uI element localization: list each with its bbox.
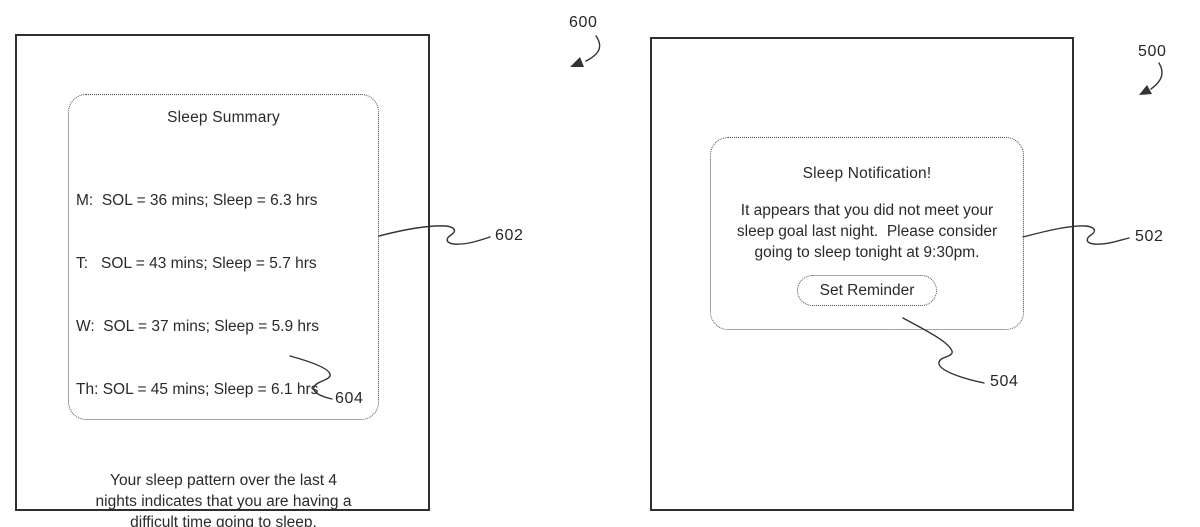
sleep-notification-title: Sleep Notification!	[802, 165, 932, 182]
sleep-data-row: W: SOL = 37 mins; Sleep = 5.9 hrs	[76, 318, 319, 335]
right-device-screen: Sleep Notification! It appears that you …	[650, 37, 1074, 511]
ref-arrowhead-600	[570, 57, 584, 67]
ref-arrow-600-curve	[585, 35, 601, 62]
sleep-data-rows: M: SOL = 36 mins; Sleep = 6.3 hrs T: SOL…	[76, 148, 378, 442]
sleep-data-row: M: SOL = 36 mins; Sleep = 6.3 hrs	[76, 192, 318, 209]
sleep-pattern-note: Your sleep pattern over the last 4 night…	[95, 472, 352, 527]
ref-numeral-502: 502	[1135, 228, 1164, 245]
ref-arrowhead-500	[1139, 85, 1152, 95]
ref-numeral-500: 500	[1138, 43, 1167, 60]
ref-numeral-504: 504	[990, 373, 1019, 390]
ref-arrow-500-curve	[1150, 62, 1163, 90]
ref-numeral-600: 600	[569, 14, 598, 31]
sleep-notification-card: Sleep Notification! It appears that you …	[710, 137, 1024, 330]
sleep-summary-card: Sleep Summary M: SOL = 36 mins; Sleep = …	[68, 94, 379, 527]
ref-numeral-604: 604	[335, 390, 364, 407]
sleep-data-row: T: SOL = 43 mins; Sleep = 5.7 hrs	[76, 255, 317, 272]
left-device-screen: Sleep Summary M: SOL = 36 mins; Sleep = …	[15, 34, 430, 527]
sleep-summary-title: Sleep Summary	[167, 109, 280, 126]
ref-numeral-602: 602	[495, 227, 524, 244]
sleep-data-row: Th: SOL = 45 mins; Sleep = 6.1 hrs	[76, 381, 319, 398]
sleep-notification-body: It appears that you did not meet your sl…	[736, 202, 998, 261]
set-reminder-button[interactable]: Set Reminder	[797, 275, 937, 306]
